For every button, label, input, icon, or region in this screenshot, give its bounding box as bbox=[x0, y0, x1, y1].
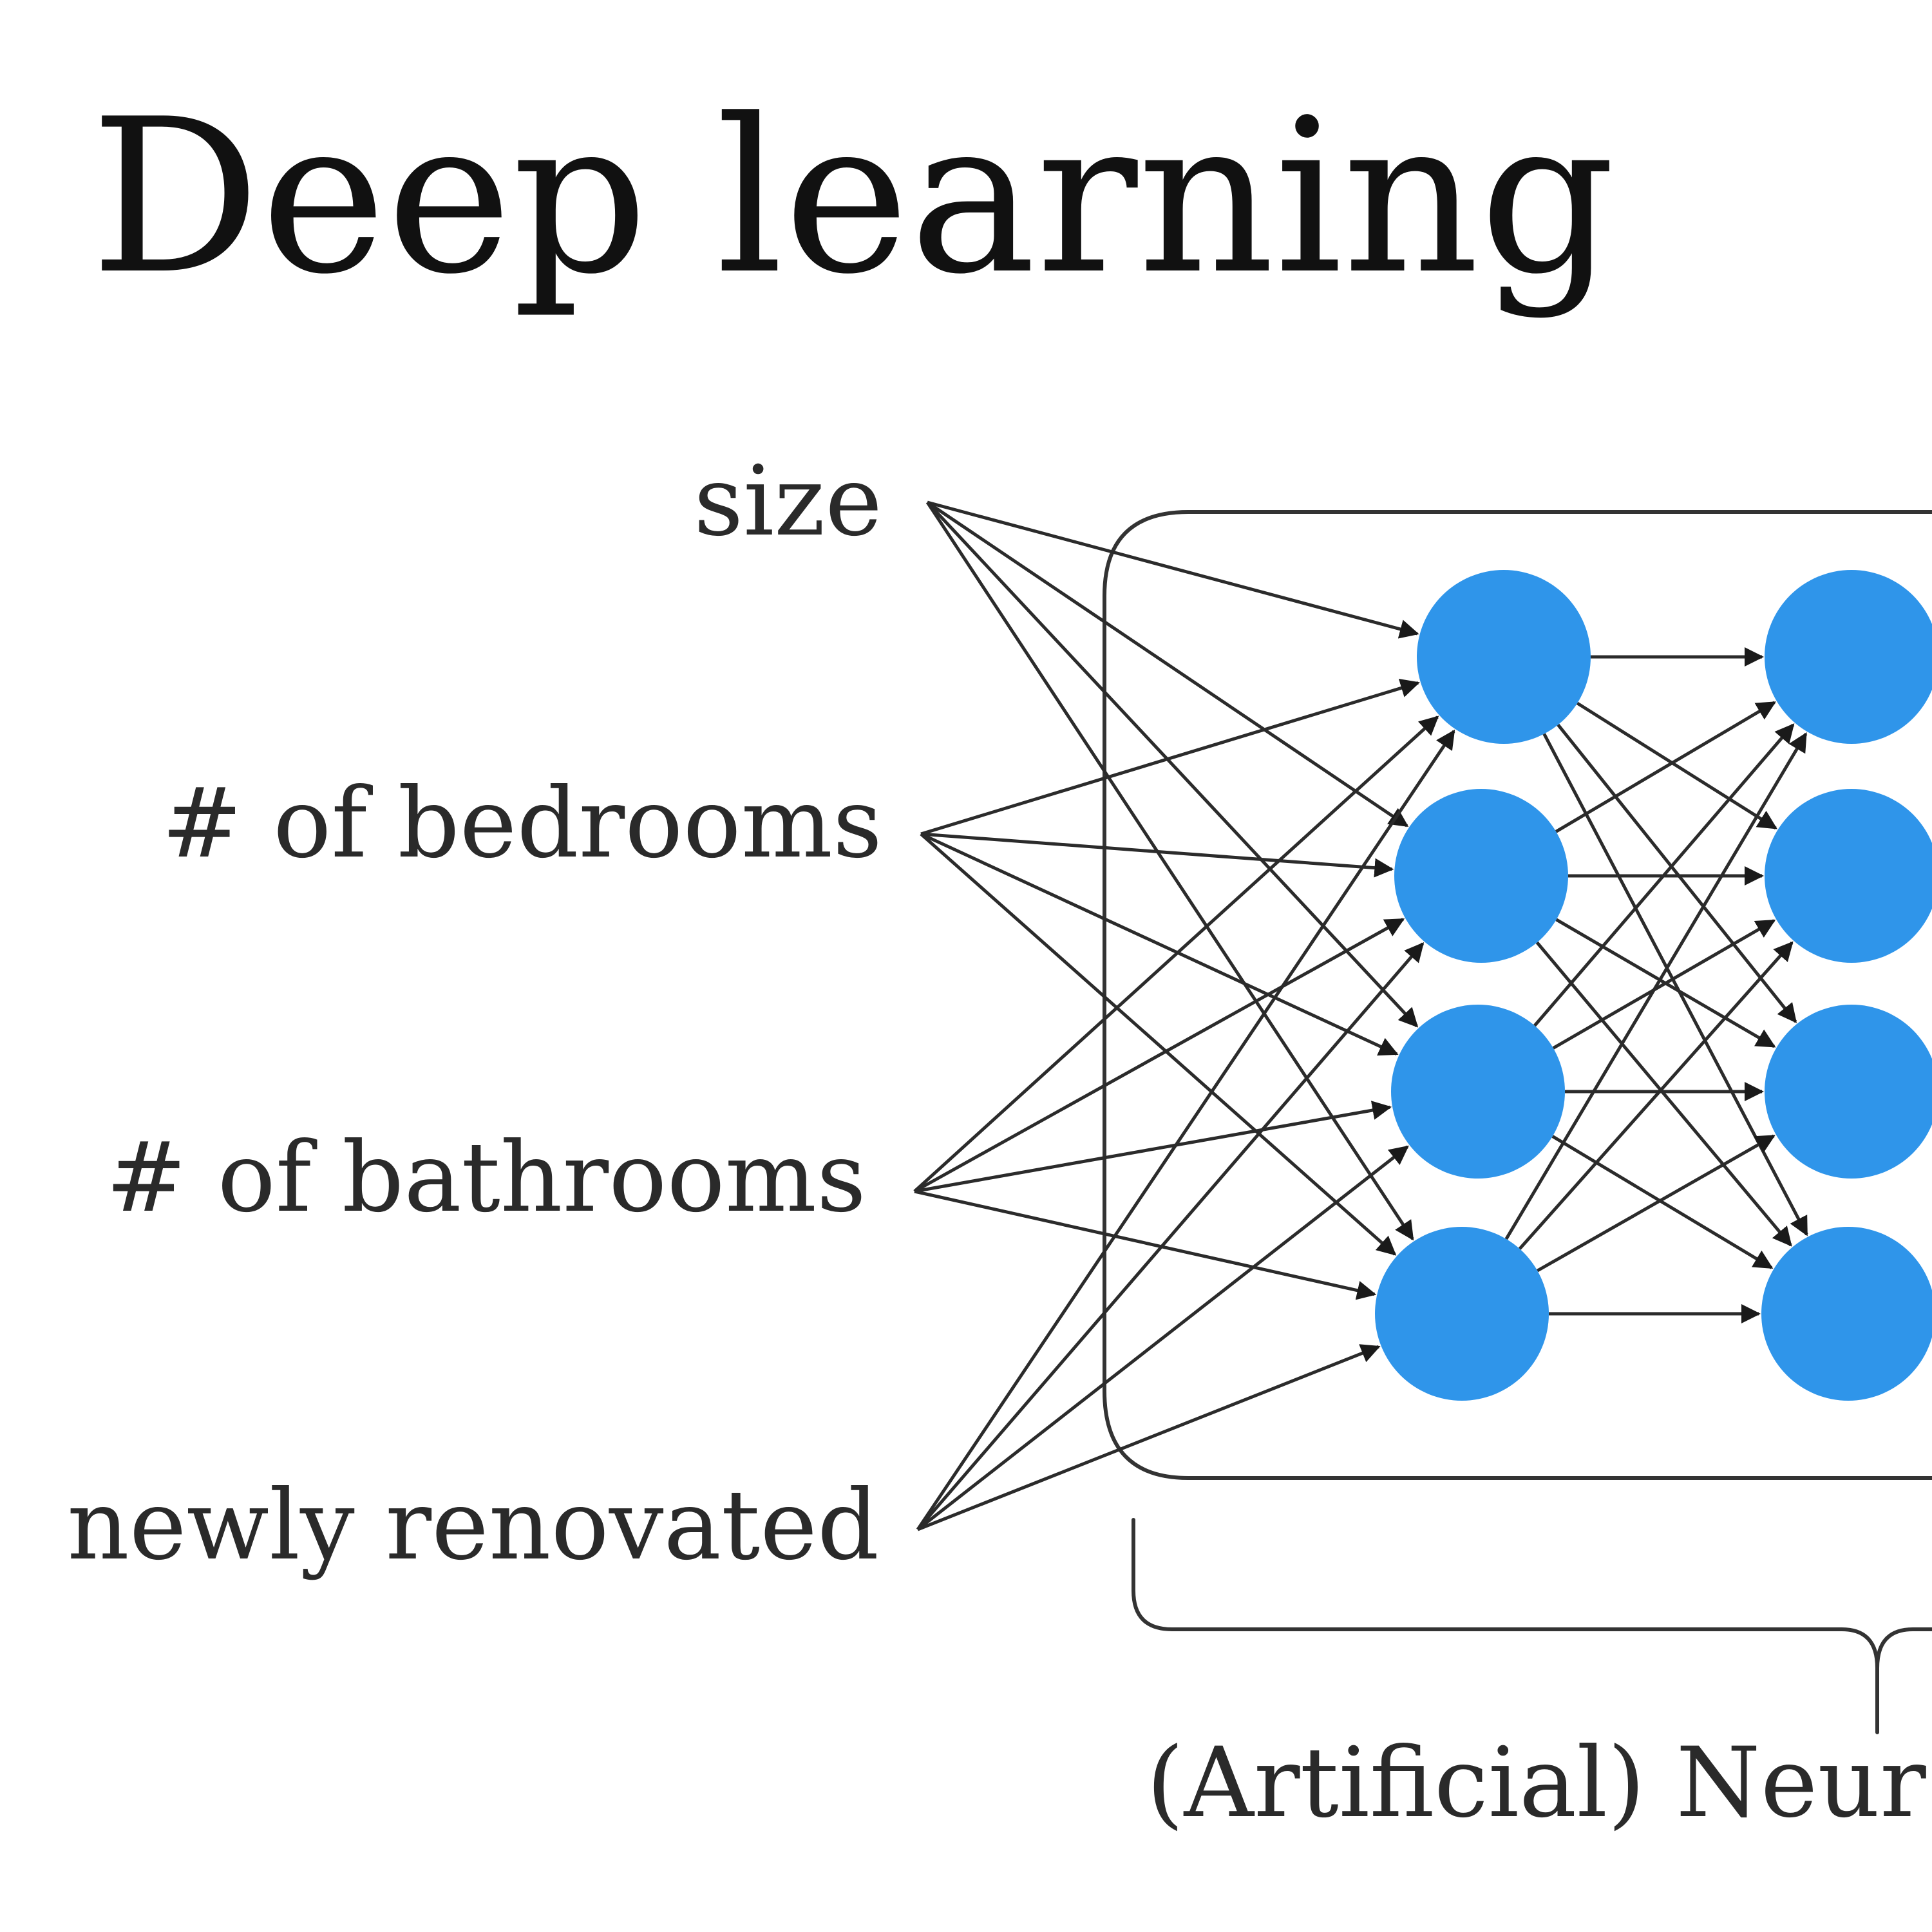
hidden-layer-1-node-3 bbox=[1375, 1227, 1549, 1401]
input-label-bedrooms: # of bedrooms bbox=[162, 768, 882, 880]
edge-input-2-to-h1-0 bbox=[913, 715, 1439, 1193]
hidden-layer-1-node-2 bbox=[1391, 1005, 1565, 1179]
hidden-layer-2-node-1 bbox=[1765, 789, 1932, 963]
edge-input-1-to-h1-0 bbox=[920, 678, 1420, 836]
edge-input-0-to-h1-1 bbox=[926, 500, 1409, 828]
edge-h1-0-to-h2-1 bbox=[1576, 701, 1777, 830]
network-frame bbox=[1103, 510, 1932, 1480]
edge-input-0-to-h1-0 bbox=[927, 500, 1419, 639]
layer-brace bbox=[1132, 1518, 1932, 1734]
hidden-layer-1-node-0 bbox=[1417, 570, 1591, 744]
edge-h1-0-to-h2-2 bbox=[1557, 723, 1797, 1023]
edge-input-0-to-h1-2 bbox=[926, 501, 1419, 1028]
edge-input-1-to-h1-3 bbox=[920, 833, 1397, 1256]
hidden-layer-2-node-0 bbox=[1765, 570, 1932, 744]
edge-input-2-to-h1-1 bbox=[913, 918, 1405, 1193]
hidden-layer-1-node-1 bbox=[1394, 789, 1568, 963]
edge-input-1-to-h1-2 bbox=[920, 832, 1399, 1056]
input-label-bathrooms: # of bathrooms bbox=[106, 1122, 866, 1234]
edge-h1-3-to-h2-1 bbox=[1518, 941, 1794, 1250]
network-caption: (Artificial) Neur bbox=[1146, 1727, 1926, 1839]
edge-h1-3-to-h2-0 bbox=[1504, 732, 1808, 1240]
input-label-renovated: newly renovated bbox=[67, 1470, 879, 1582]
slide-title: Deep learning bbox=[90, 73, 1616, 321]
input-label-size: size bbox=[694, 446, 882, 558]
neuron-nodes bbox=[1375, 570, 1932, 1401]
edge-input-2-to-h1-3 bbox=[914, 1189, 1377, 1300]
edge-input-3-to-h1-1 bbox=[916, 942, 1425, 1531]
edge-input-3-to-h1-0 bbox=[916, 729, 1455, 1531]
edge-h1-2-to-h2-3 bbox=[1551, 1135, 1774, 1269]
edge-h1-2-to-h2-1 bbox=[1552, 919, 1776, 1050]
hidden-layer-2-node-3 bbox=[1761, 1227, 1932, 1401]
edge-h1-1-to-h2-0 bbox=[1555, 701, 1776, 833]
edge-h1-2-to-h2-0 bbox=[1533, 723, 1795, 1027]
edge-input-1-to-h1-1 bbox=[920, 832, 1394, 878]
edge-input-3-to-h1-2 bbox=[916, 1145, 1409, 1531]
edge-input-2-to-h1-2 bbox=[914, 1101, 1392, 1193]
edge-h1-1-to-h2-3 bbox=[1535, 941, 1792, 1247]
edge-h1-3-to-h2-2 bbox=[1537, 1134, 1776, 1273]
edge-input-3-to-h1-3 bbox=[917, 1344, 1381, 1531]
hidden-layer-2-node-2 bbox=[1765, 1005, 1932, 1179]
connection-edges bbox=[913, 500, 1808, 1531]
